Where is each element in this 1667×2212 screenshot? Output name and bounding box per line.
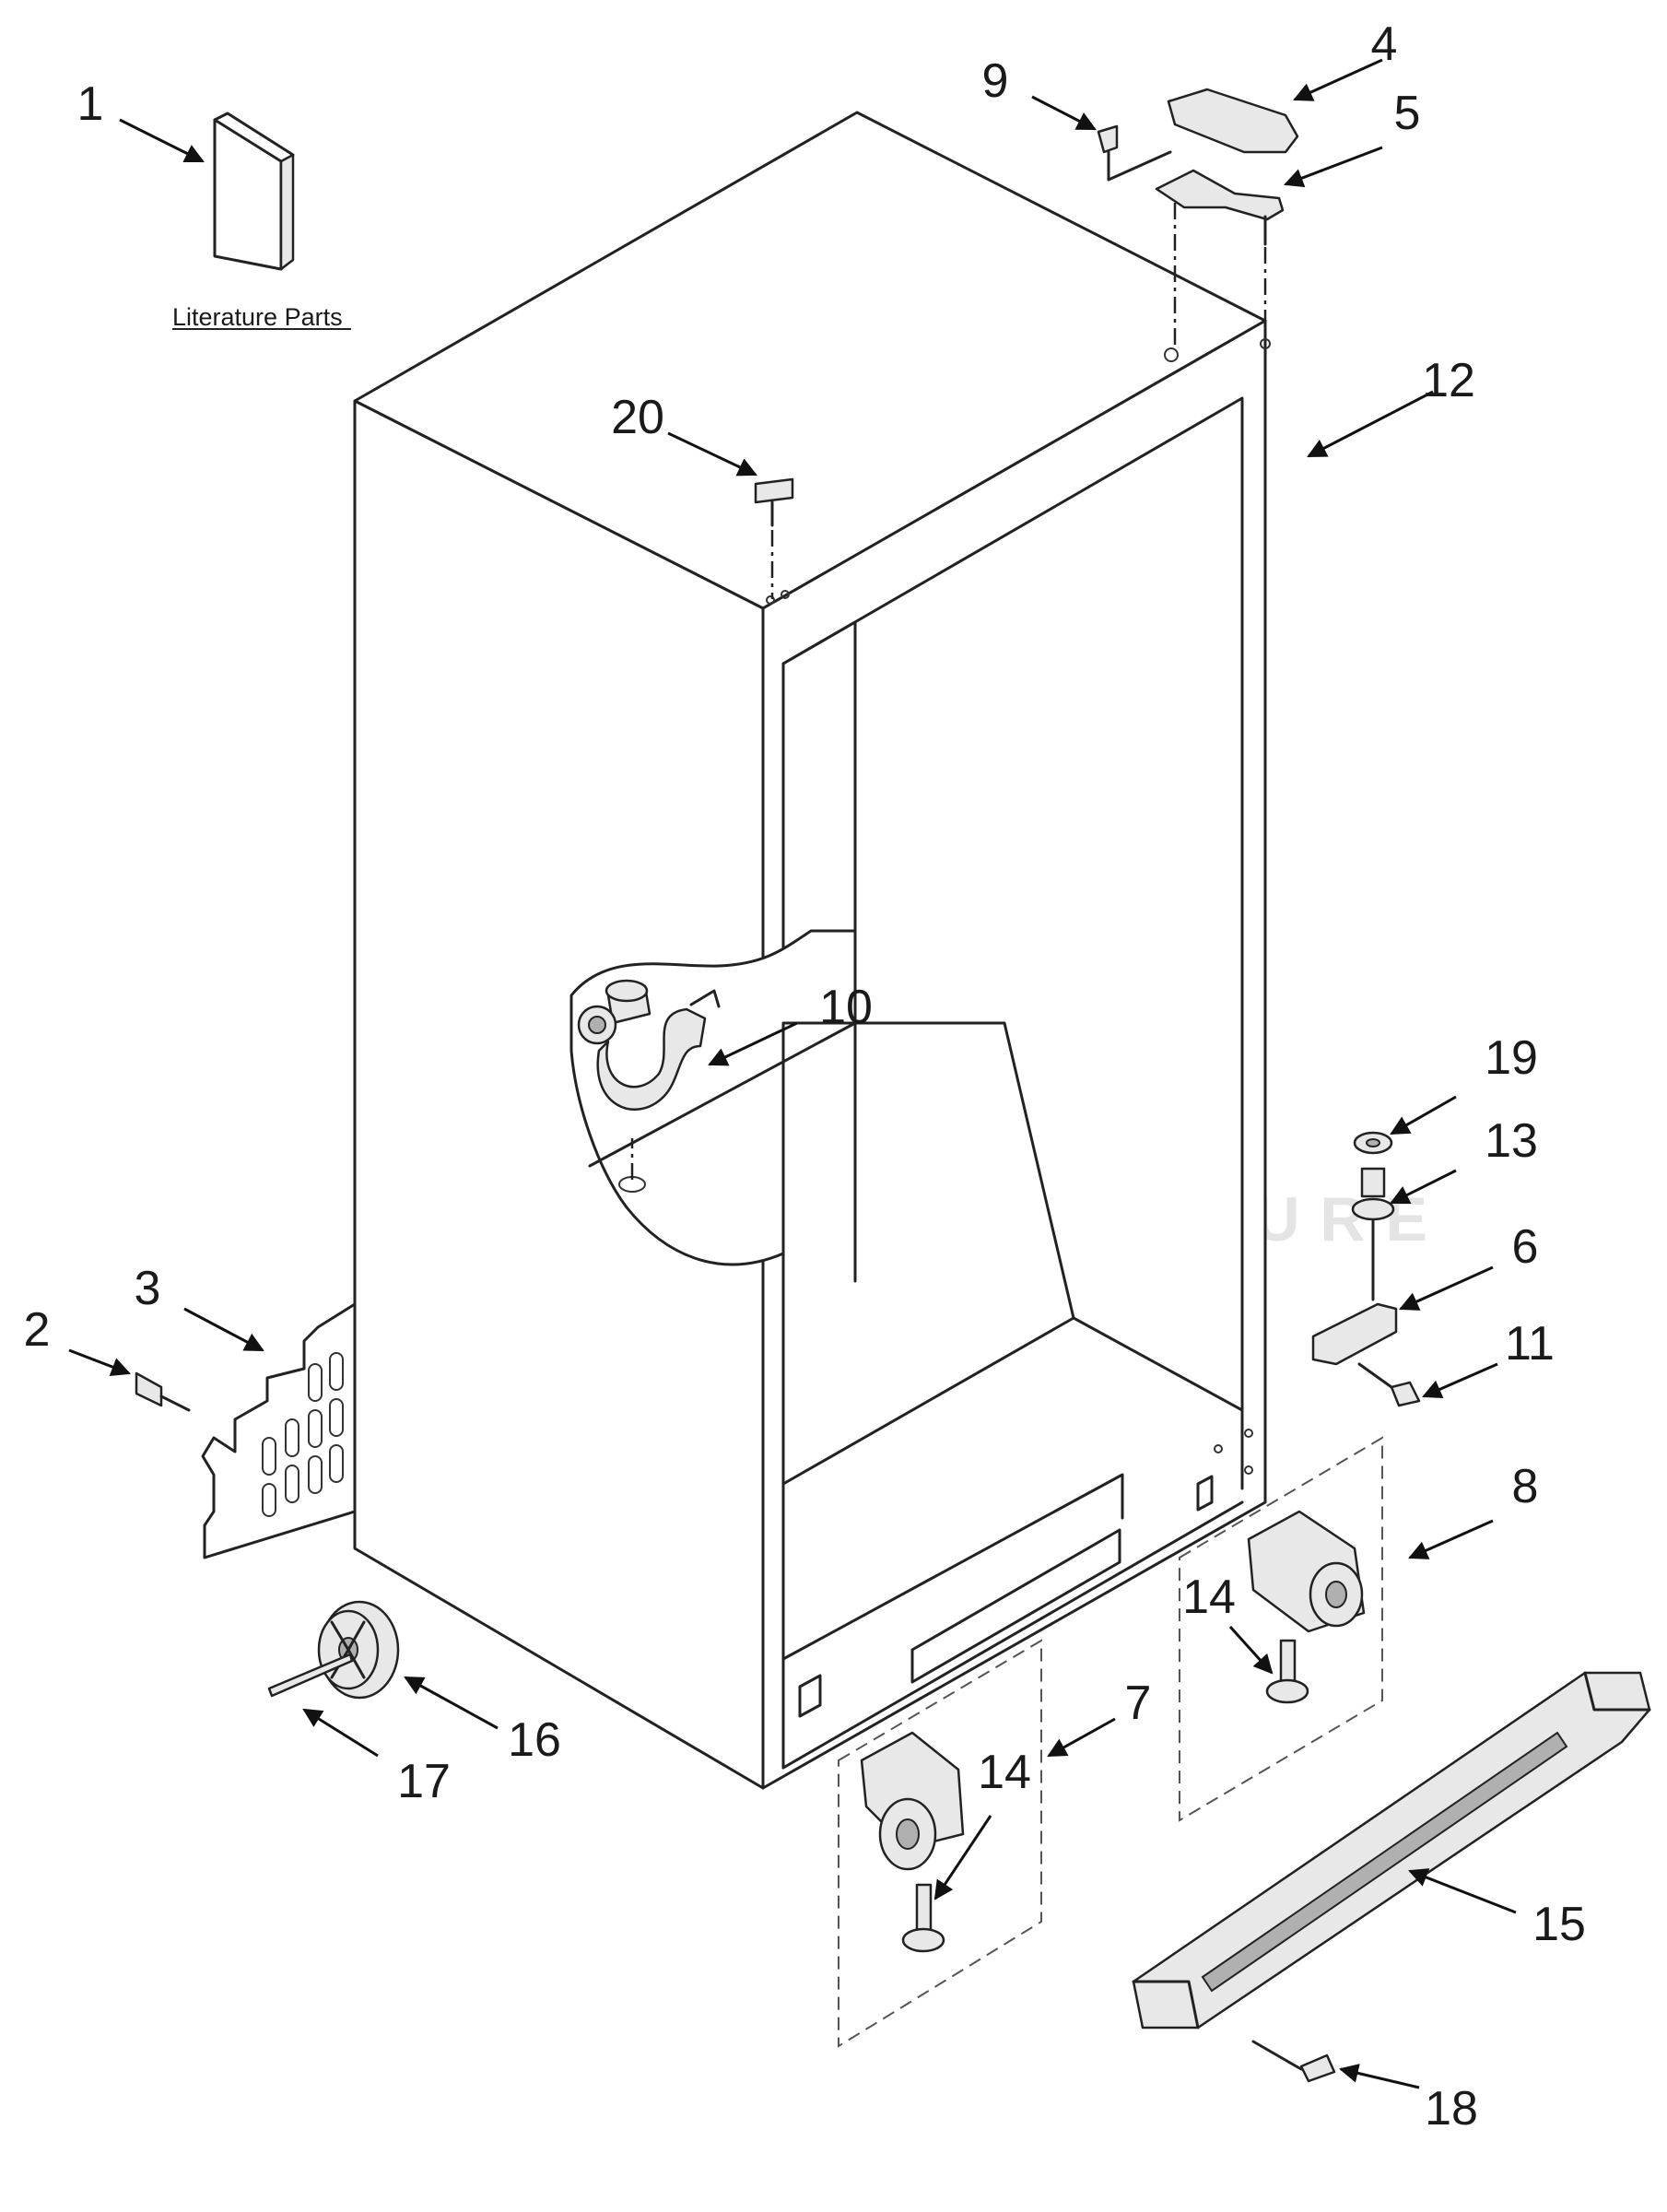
callout-15: 15 — [1532, 1898, 1586, 1951]
part-plug — [754, 477, 794, 599]
callout-9: 9 — [982, 54, 1009, 108]
callout-12: 12 — [1422, 354, 1475, 407]
callout-3: 3 — [135, 1262, 161, 1315]
drain-cutaway — [569, 929, 857, 1266]
callout-14-right: 14 — [1182, 1571, 1236, 1624]
callout-14-left: 14 — [978, 1746, 1031, 1799]
callout-7: 7 — [1125, 1677, 1152, 1730]
part-roller-wheel — [267, 1600, 400, 1700]
part-access-panel — [135, 1302, 357, 1559]
part-top-hinge — [1097, 88, 1299, 350]
callout-8: 8 — [1512, 1460, 1539, 1513]
callout-4: 4 — [1371, 18, 1398, 71]
callout-2: 2 — [24, 1303, 51, 1357]
part-toe-grille — [1132, 1671, 1651, 2083]
callout-11: 11 — [1505, 1317, 1555, 1371]
part-rear-roller-right — [1179, 1436, 1383, 1822]
callout-13: 13 — [1485, 1114, 1538, 1168]
callout-labels: 1 2 3 4 5 6 7 8 9 10 11 12 13 14 14 15 1… — [24, 18, 1586, 2136]
part-rear-roller-left — [838, 1639, 1042, 2048]
callout-18: 18 — [1425, 2082, 1478, 2136]
callout-20: 20 — [611, 391, 664, 444]
callout-10: 10 — [819, 981, 873, 1034]
cabinet — [353, 111, 1271, 1790]
callout-arrows — [68, 58, 1517, 2089]
callout-17: 17 — [397, 1755, 451, 1808]
cabinet-front — [761, 319, 1267, 1790]
part-bottom-hinge — [1311, 1131, 1421, 1407]
callout-6: 6 — [1512, 1220, 1539, 1274]
literature-caption: Literature Parts — [172, 303, 343, 331]
callout-19: 19 — [1485, 1031, 1538, 1085]
callout-1: 1 — [77, 77, 104, 131]
callout-5: 5 — [1394, 87, 1421, 140]
part-literature: Literature Parts — [172, 112, 351, 331]
callout-16: 16 — [508, 1713, 561, 1767]
